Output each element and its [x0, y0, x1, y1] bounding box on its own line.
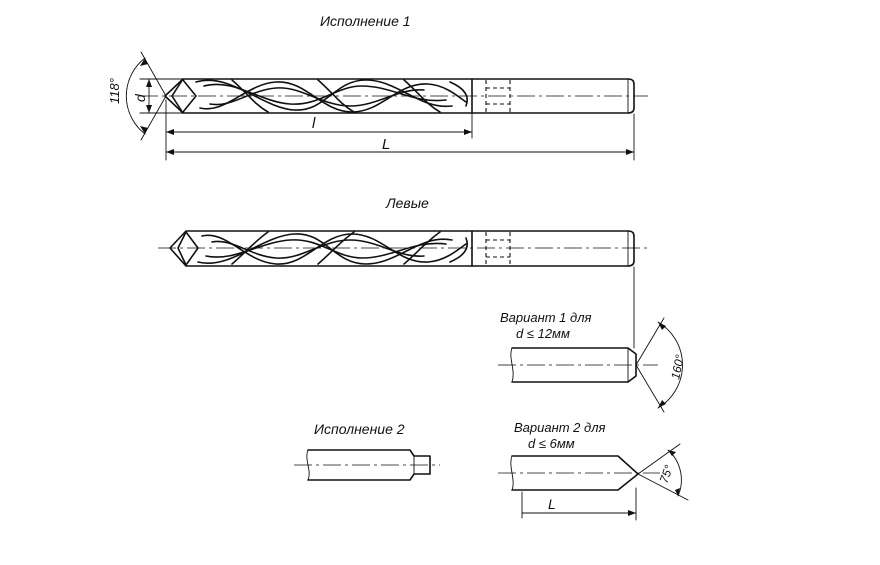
- option1-angle-label: 160°: [668, 353, 687, 380]
- point-angle-dimension: 118°: [107, 51, 167, 141]
- helical-flutes: [195, 79, 468, 113]
- point-angle-label: 118°: [107, 78, 122, 104]
- option1-angle-dimension: 160°: [635, 317, 687, 413]
- option-1-detail: Вариант 1 для d ≤ 12мм 160°: [498, 310, 687, 413]
- option2-length-dimension: L: [521, 487, 637, 521]
- drill-variant-1: 118° d l L Исполнение 1: [107, 13, 648, 161]
- left-heading: Левые: [385, 195, 429, 211]
- option2-length-label: L: [548, 496, 556, 512]
- flute-length-label: l: [312, 115, 316, 132]
- diameter-dimension: d: [132, 78, 183, 114]
- option2-line1: Вариант 2 для: [514, 420, 606, 435]
- helical-flutes: [197, 231, 468, 265]
- total-length-dimension: L: [165, 113, 635, 161]
- option-2-detail: Вариант 2 для d ≤ 6мм 75° L: [498, 420, 689, 521]
- option1-line2: d ≤ 12мм: [516, 326, 570, 341]
- variant2-heading: Исполнение 2: [314, 421, 405, 437]
- option1-line1: Вариант 1 для: [500, 310, 592, 325]
- drill-body-outline: [164, 78, 473, 114]
- variant-2-detail: Исполнение 2: [294, 421, 440, 481]
- shank-with-tang: [307, 449, 431, 481]
- drill-body-outline: [169, 230, 473, 267]
- drill-shank: [471, 78, 635, 114]
- diameter-label: d: [132, 93, 148, 102]
- flute-length-dimension: l: [165, 99, 473, 161]
- option2-angle-label: 75°: [657, 463, 676, 485]
- option2-line2: d ≤ 6мм: [528, 436, 575, 451]
- variant1-heading: Исполнение 1: [320, 13, 411, 29]
- drill-shank: [471, 230, 635, 267]
- drill-left-hand: Левые: [158, 195, 648, 349]
- option2-angle-dimension: 75°: [637, 443, 689, 501]
- total-length-label: L: [382, 136, 390, 153]
